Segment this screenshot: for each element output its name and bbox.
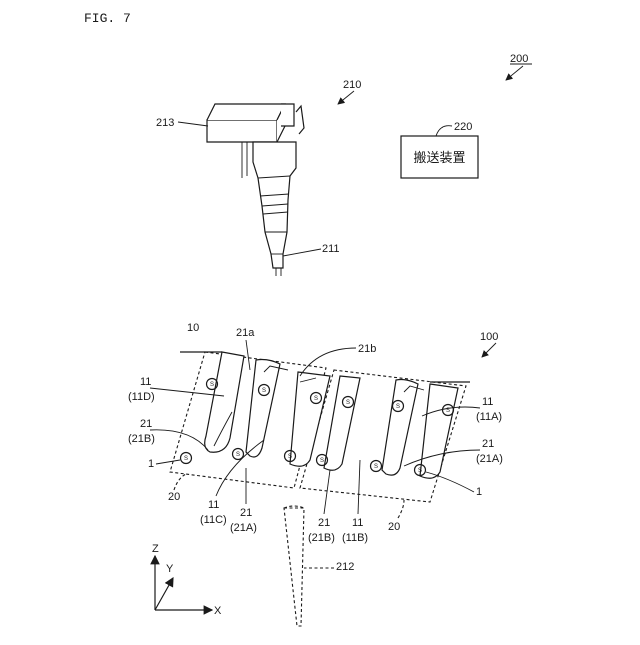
- svg-text:S: S: [346, 400, 350, 406]
- axis-x-label: X: [214, 605, 222, 617]
- bottom-label-21B: (21B): [308, 532, 335, 544]
- svg-text:S: S: [262, 388, 266, 394]
- ref-213-leader: [178, 122, 208, 126]
- left-label-21-leader: [150, 430, 208, 450]
- svg-text:S: S: [184, 456, 188, 462]
- svg-text:S: S: [418, 468, 422, 474]
- left-label-1: 1: [148, 458, 154, 470]
- svg-text:S: S: [374, 464, 378, 470]
- ref-200: 200: [510, 53, 528, 65]
- ref-220: 220: [454, 121, 472, 133]
- right-label-11A: (11A): [476, 411, 502, 423]
- right-label-21: 21: [482, 438, 494, 450]
- bottom-label-21b: 21: [318, 517, 330, 529]
- bottom-label-11b: 11: [352, 517, 363, 529]
- ref-100-arrow: [482, 343, 496, 357]
- left-label-1-leader: [156, 460, 180, 464]
- bottom-label-21A: (21A): [230, 522, 257, 534]
- svg-text:S: S: [236, 452, 240, 458]
- svg-text:S: S: [210, 382, 214, 388]
- ref-220-leader: [436, 126, 452, 136]
- bottom-label-21b-leader: [324, 470, 330, 514]
- right-label-1: 1: [476, 486, 482, 498]
- ref-210: 210: [343, 79, 361, 91]
- ref-211: 211: [322, 243, 340, 255]
- ref-21a-leader: [246, 340, 250, 370]
- ref-100: 100: [480, 331, 498, 343]
- figure-label: FIG. 7: [84, 11, 131, 26]
- transport-device-label: 搬送装置: [413, 150, 465, 165]
- svg-text:S: S: [314, 396, 318, 402]
- left-label-11: 11: [140, 376, 151, 388]
- right-label-11: 11: [482, 396, 493, 408]
- ref-211-leader: [283, 249, 321, 256]
- left-label-20-leader: [174, 474, 186, 490]
- coordinate-axes: [155, 556, 212, 610]
- left-label-21B: (21B): [128, 433, 155, 445]
- bottom-label-11c: 11: [208, 499, 219, 511]
- ref-213: 213: [156, 117, 174, 129]
- svg-text:S: S: [396, 404, 400, 410]
- ref-21b: 21b: [358, 343, 376, 355]
- ref-212: 212: [336, 561, 354, 573]
- axis-z-label: Z: [152, 543, 159, 555]
- svg-text:S: S: [288, 454, 292, 460]
- ref-210-arrow: [338, 91, 354, 104]
- svg-text:S: S: [320, 458, 324, 464]
- nozzle-tip-212: [284, 508, 304, 626]
- bottom-label-11b-leader: [358, 460, 360, 514]
- right-label-21A: (21A): [476, 453, 503, 465]
- bottom-label-21a: 21: [240, 507, 252, 519]
- bottom-label-11B: (11B): [342, 532, 368, 544]
- left-label-21: 21: [140, 418, 152, 430]
- ref-21a: 21a: [236, 327, 255, 339]
- ref-10: 10: [187, 322, 199, 334]
- bottom-label-20: 20: [388, 521, 400, 533]
- ref-200-arrow: [506, 66, 523, 80]
- axis-y-label: Y: [166, 563, 174, 575]
- robot-hand: [207, 104, 304, 276]
- left-label-11D: (11D): [128, 391, 155, 403]
- left-label-20: 20: [168, 491, 180, 503]
- bottom-label-11C: (11C): [200, 514, 227, 526]
- bottom-label-20-leader: [398, 500, 404, 518]
